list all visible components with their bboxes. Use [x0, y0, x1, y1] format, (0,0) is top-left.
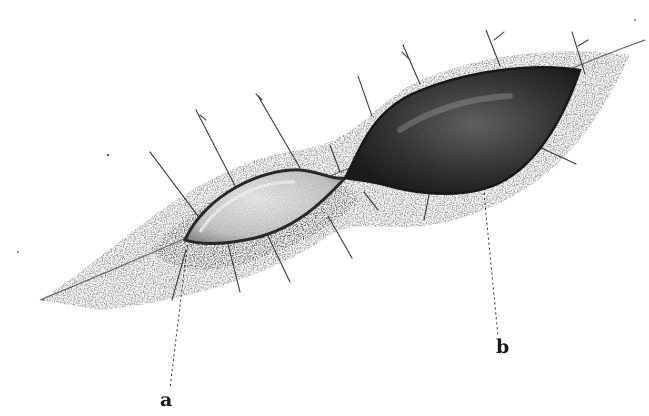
label-a: a [160, 391, 172, 410]
label-b: b [496, 338, 509, 357]
cavity-b [345, 67, 580, 193]
